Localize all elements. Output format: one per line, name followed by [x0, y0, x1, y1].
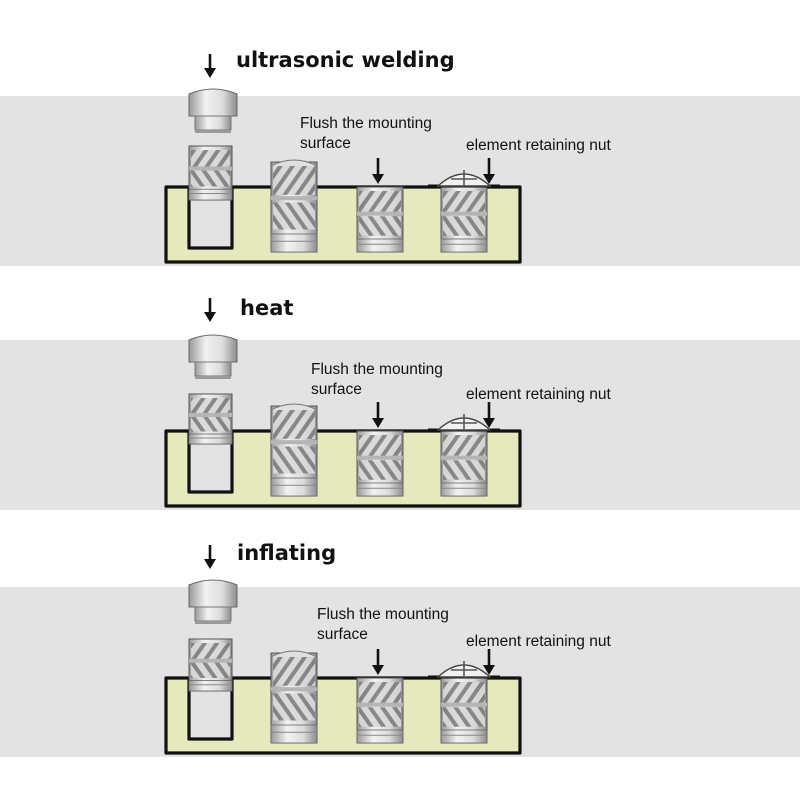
down-arrow-icon — [483, 158, 495, 184]
flush-surface-label: Flush the mounting surface — [317, 605, 449, 645]
section-title: heat — [240, 296, 294, 320]
retaining-nut-label: element retaining nut — [466, 386, 611, 403]
down-arrow-icon — [483, 649, 495, 675]
threaded-insert-icon — [440, 430, 488, 497]
flush-label-line2: surface — [317, 626, 368, 643]
welding-tool-icon — [188, 88, 238, 133]
down-arrow-icon — [204, 545, 216, 569]
section-title: ultrasonic welding — [236, 48, 455, 72]
threaded-insert-icon — [188, 145, 233, 201]
diagram-illustration-2 — [164, 298, 522, 508]
retaining-nut-label: element retaining nut — [466, 633, 611, 650]
down-arrow-icon — [204, 298, 216, 322]
threaded-insert-icon — [188, 393, 233, 445]
down-arrow-icon — [483, 402, 495, 428]
screw-head-icon — [428, 661, 500, 679]
flush-label-line1: Flush the mounting — [317, 606, 449, 623]
retaining-nut-label: element retaining nut — [466, 137, 611, 154]
threaded-insert-icon — [440, 186, 488, 253]
diagram-illustration-1 — [164, 54, 522, 264]
threaded-insert-icon — [270, 405, 318, 497]
threaded-insert-icon — [440, 677, 488, 744]
threaded-insert-icon — [270, 652, 318, 744]
flush-label-line1: Flush the mounting — [300, 115, 432, 132]
flush-surface-label: Flush the mounting surface — [300, 114, 432, 154]
threaded-insert-icon — [270, 161, 318, 253]
threaded-insert-icon — [356, 430, 404, 497]
threaded-insert-icon — [356, 677, 404, 744]
section-title: inflating — [237, 541, 337, 565]
threaded-insert-icon — [356, 186, 404, 253]
diagram-illustration-3 — [164, 545, 522, 755]
welding-tool-icon — [188, 334, 238, 379]
down-arrow-icon — [372, 402, 384, 428]
down-arrow-icon — [204, 54, 216, 78]
flush-label-line2: surface — [300, 135, 351, 152]
screw-head-icon — [428, 414, 500, 432]
threaded-insert-icon — [188, 638, 233, 692]
flush-surface-label: Flush the mounting surface — [311, 360, 443, 400]
screw-head-icon — [428, 170, 500, 188]
flush-label-line1: Flush the mounting — [311, 361, 443, 378]
welding-tool-icon — [188, 579, 238, 624]
flush-label-line2: surface — [311, 381, 362, 398]
down-arrow-icon — [372, 158, 384, 184]
down-arrow-icon — [372, 649, 384, 675]
